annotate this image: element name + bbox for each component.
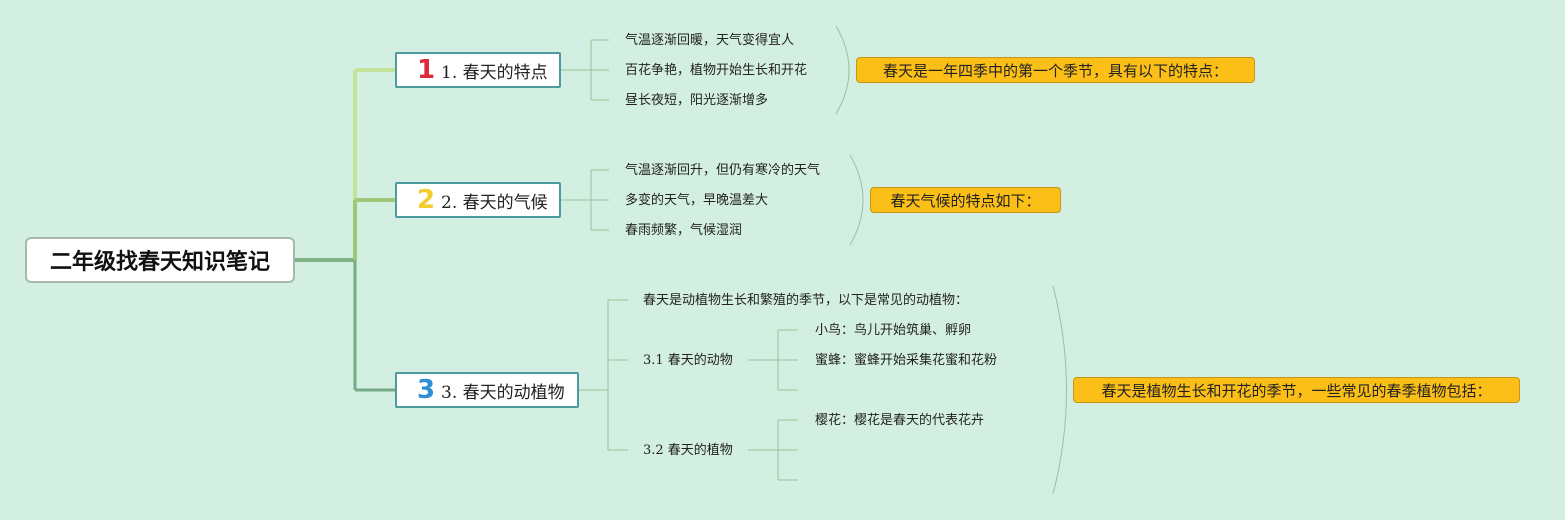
leaf-item: 小鸟：鸟儿开始筑巢、孵卵 (815, 323, 972, 338)
leaf-item: 气温逐渐回暖，天气变得宜人 (625, 33, 795, 48)
branch2-bracket (849, 154, 864, 246)
summary-callout-2[interactable]: 春天气候的特点如下： (870, 187, 1061, 213)
subtopic-animals[interactable]: 3.1 春天的动物 (643, 353, 733, 368)
leaf-item: 昼长夜短，阳光逐渐增多 (625, 93, 769, 108)
branch-label-2: 2. 春天的气候 (441, 192, 548, 213)
subtopic-plants[interactable]: 3.2 春天的植物 (643, 443, 733, 458)
branch-label-3: 3. 春天的动植物 (441, 382, 565, 403)
branch-node-2[interactable]: 2 2. 春天的气候 (395, 182, 561, 218)
number-3-icon: 3 (416, 375, 436, 405)
branch-node-1[interactable]: 1 1. 春天的特点 (395, 52, 561, 88)
branch-label-1: 1. 春天的特点 (441, 62, 548, 83)
summary-callout-1[interactable]: 春天是一年四季中的第一个季节，具有以下的特点： (856, 57, 1255, 83)
branch1-bracket (835, 25, 850, 115)
leaf-item: 多变的天气，早晚温差大 (625, 193, 769, 208)
root-node[interactable]: 二年级找春天知识笔记 (25, 237, 295, 283)
branch3-bracket (1052, 285, 1067, 495)
branch-node-3[interactable]: 3 3. 春天的动植物 (395, 372, 579, 408)
leaf-item: 蜜蜂：蜜蜂开始采集花蜜和花粉 (815, 353, 998, 368)
leaf-item: 春雨频繁，气候湿润 (625, 223, 743, 238)
summary-callout-3[interactable]: 春天是植物生长和开花的季节，一些常见的春季植物包括： (1073, 377, 1520, 403)
number-2-icon: 2 (416, 185, 436, 215)
branch3-intro: 春天是动植物生长和繁殖的季节，以下是常见的动植物： (643, 293, 969, 308)
leaf-item: 樱花：樱花是春天的代表花卉 (815, 413, 985, 428)
leaf-item: 气温逐渐回升，但仍有寒冷的天气 (625, 163, 821, 178)
leaf-item: 百花争艳，植物开始生长和开花 (625, 63, 808, 78)
number-1-icon: 1 (416, 55, 436, 85)
